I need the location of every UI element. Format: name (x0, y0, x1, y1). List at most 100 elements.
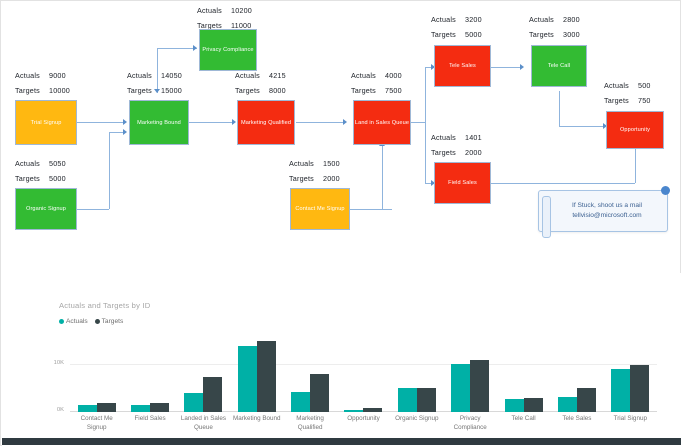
node-contact-me-signup[interactable]: Contact Me Signup (290, 188, 350, 230)
node-label: Contact Me Signup (295, 206, 345, 212)
label-targets: Targets (235, 86, 260, 95)
bar-target[interactable] (96, 402, 116, 412)
node-label: Opportunity (619, 127, 651, 133)
bar-group[interactable] (604, 341, 657, 412)
chart-legend: Actuals Targets (59, 318, 123, 325)
bar-target[interactable] (150, 402, 170, 412)
bar-target[interactable] (470, 359, 490, 412)
node-tele-sales[interactable]: Tele Sales (434, 45, 491, 87)
x-axis-label: Organic Signup (395, 415, 439, 422)
x-axis-label: Tele Call (511, 415, 536, 422)
bar-group[interactable] (230, 341, 283, 412)
bar-actual[interactable] (131, 405, 151, 412)
label-actuals: Actuals (604, 81, 629, 90)
label-actuals: Actuals (235, 71, 260, 80)
connector-fieldsales-to-opportunity-v (635, 149, 636, 183)
bar-group[interactable] (550, 341, 603, 412)
value-actuals: 4000 (385, 71, 402, 80)
bar-target[interactable] (523, 397, 543, 412)
bar-actual[interactable] (451, 363, 471, 412)
node-opportunity[interactable]: Opportunity (606, 111, 664, 149)
bar-actual[interactable] (237, 345, 257, 412)
bar-target[interactable] (416, 388, 436, 412)
node-marketing-qualified[interactable]: Marketing Qualified (237, 100, 295, 145)
legend-item-actuals[interactable]: Actuals (59, 318, 88, 325)
label-targets: Targets (431, 148, 456, 157)
label-targets: Targets (604, 96, 629, 105)
bar-actual[interactable] (344, 409, 364, 412)
bar-actual[interactable] (291, 392, 311, 412)
label-actuals: Actuals (15, 159, 40, 168)
connector-telesales-to-telecall (491, 67, 521, 68)
label-actuals: Actuals (127, 71, 152, 80)
node-label: Marketing Bound (137, 119, 181, 126)
connector-contact-v (382, 146, 383, 209)
bar-actual[interactable] (557, 396, 577, 412)
bar-group[interactable] (70, 341, 123, 412)
label-actuals: Actuals (529, 15, 554, 24)
connector-telecall-v (559, 91, 560, 126)
bar-group[interactable] (444, 341, 497, 412)
arrowhead-organic-to-marketing (123, 129, 127, 135)
bar-target[interactable] (310, 374, 330, 412)
bar-actual[interactable] (504, 398, 524, 412)
bar-group[interactable] (283, 341, 336, 412)
legend-label-targets: Targets (101, 318, 124, 325)
legend-item-targets[interactable]: Targets (94, 318, 124, 325)
bar-group[interactable] (123, 341, 176, 412)
node-land-in-sales-queue[interactable]: Land in Sales Queue (353, 100, 411, 145)
node-organic-signup[interactable]: Organic Signup (15, 188, 77, 230)
chart-bars (70, 341, 657, 412)
bar-group[interactable] (337, 341, 390, 412)
bar-group[interactable] (177, 341, 230, 412)
bar-target[interactable] (256, 341, 276, 412)
bar-group[interactable] (390, 341, 443, 412)
chart-title: Actuals and Targets by ID (59, 301, 151, 310)
node-trial-signup[interactable]: Trial Signup (15, 100, 77, 145)
bar-target[interactable] (203, 376, 223, 412)
actuals-targets-bar-chart[interactable] (2, 273, 681, 446)
bar-actual[interactable] (611, 369, 631, 412)
arrowhead-telesales-to-telecall (520, 64, 524, 70)
callout-note[interactable]: If Stuck, shoot us a mail tellvisio@micr… (538, 186, 670, 238)
value-actuals: 9000 (49, 71, 66, 80)
value-actuals: 14050 (161, 71, 182, 80)
connector-trial-to-marketing (77, 122, 123, 123)
connector-marketing-to-privacy-h (157, 48, 197, 49)
node-marketing-bound[interactable]: Marketing Bound (129, 100, 189, 145)
connector-organic-h1 (77, 209, 109, 210)
label-targets: Targets (15, 174, 40, 183)
arrowhead-land-to-telesales (431, 64, 435, 70)
bar-actual[interactable] (77, 404, 97, 412)
value-actuals: 5050 (49, 159, 66, 168)
value-targets: 5000 (49, 174, 66, 183)
bar-actual[interactable] (397, 388, 417, 412)
value-actuals: 10200 (231, 6, 252, 15)
label-actuals: Actuals (289, 159, 314, 168)
node-field-sales[interactable]: Field Sales (434, 162, 491, 204)
bar-target[interactable] (363, 408, 383, 412)
label-targets: Targets (289, 174, 314, 183)
value-targets: 11000 (231, 21, 252, 30)
ytick-10k: 10K (53, 360, 64, 366)
legend-swatch-targets (94, 319, 100, 324)
bar-target[interactable] (630, 364, 650, 412)
bar-target[interactable] (576, 388, 596, 412)
label-actuals: Actuals (197, 6, 222, 15)
node-tele-call[interactable]: Tele Call (531, 45, 587, 87)
bar-actual[interactable] (184, 393, 204, 412)
node-privacy-compliance[interactable]: Privacy Compliance (199, 29, 257, 71)
connector-marketing-to-qualified (189, 122, 233, 123)
bar-group[interactable] (497, 341, 550, 412)
